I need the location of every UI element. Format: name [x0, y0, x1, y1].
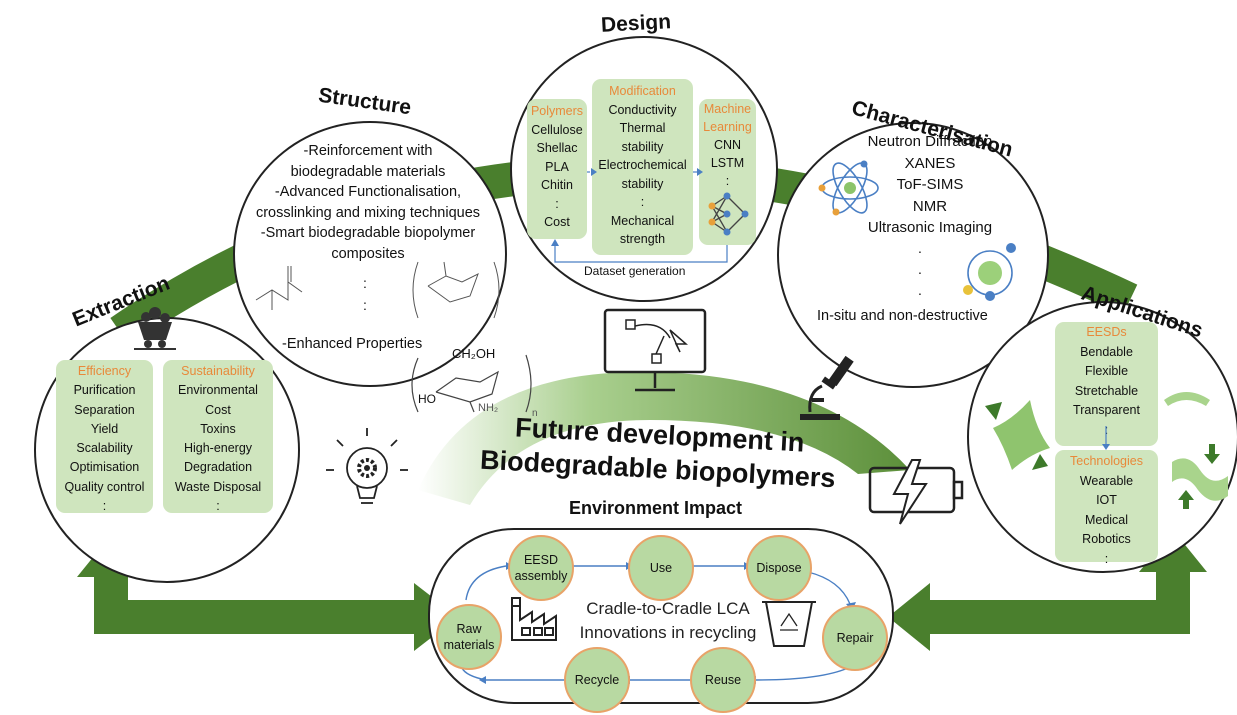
eesds-list: EESDs Bendable Flexible Stretchable Tran…	[1050, 323, 1163, 440]
node-recycle: Recycle	[564, 647, 630, 713]
technique-item: Ultrasonic Imaging	[867, 219, 993, 236]
technique-item: ToF-SIMS	[896, 176, 964, 193]
eesds-title: EESDs	[1086, 325, 1127, 339]
n-label: n	[532, 408, 538, 419]
design-label: Design	[600, 10, 672, 37]
ml-title-1: Machine	[703, 102, 752, 116]
polymer-item: Chitin	[541, 178, 573, 192]
dataset-generation-label: Dataset generation	[584, 264, 686, 278]
structure-dots: : :	[363, 275, 367, 313]
structure-item: -Reinforcement with	[303, 143, 433, 159]
polymer-item: PLA	[545, 159, 569, 174]
technologies-box	[1055, 450, 1158, 562]
technique-item: Neutron Diffraction	[867, 133, 993, 150]
eesds-box	[1055, 322, 1158, 446]
modification-item: Mechanical	[610, 213, 675, 228]
sustainability-item: :	[216, 499, 220, 514]
environment-title: Environment Impact	[569, 498, 743, 518]
efficiency-item: Purification	[73, 383, 136, 398]
technologies-item: IOT	[1096, 493, 1117, 507]
characterisation-last: In-situ and non-destructive	[817, 308, 988, 324]
ch2oh-label: CH₂OH	[452, 346, 496, 361]
environment-text: Cradle-to-Cradle LCA Innovations in recy…	[566, 597, 770, 645]
node-use: Use	[628, 535, 694, 601]
efficiency-box	[56, 360, 153, 513]
structure-last-item: -Enhanced Properties	[282, 336, 423, 352]
characterisation-list: Neutron Diffraction XANES ToF-SIMS NMR U…	[835, 131, 1025, 239]
technologies-item: Medical	[1084, 512, 1129, 527]
polymers-title: Polymers	[530, 104, 584, 118]
technologies-item: Robotics	[1082, 532, 1131, 546]
polymer-item: Cost	[544, 215, 570, 229]
ml-item: :	[725, 174, 730, 188]
structure-list: -Reinforcement with biodegradable materi…	[236, 141, 500, 264]
design-polymers-box	[527, 99, 587, 239]
eesds-item: Transparent	[1073, 403, 1140, 417]
node-reuse: Reuse	[690, 647, 756, 713]
design-modification-box	[592, 79, 693, 255]
technique-item: NMR	[912, 197, 948, 215]
efficiency-item: Quality control	[64, 479, 145, 494]
structure-item: biodegradable materials	[290, 163, 446, 180]
sustainability-box	[163, 360, 273, 513]
technologies-title: Technologies	[1070, 454, 1143, 468]
efficiency-item: :	[102, 499, 107, 514]
sustainability-list: Sustainability Environmental Cost Toxins…	[161, 362, 275, 516]
structure-item: -Smart biodegradable biopolymer	[260, 225, 476, 241]
sustainability-title: Sustainability	[181, 364, 255, 378]
ho-label: HO	[418, 392, 436, 406]
efficiency-title: Efficiency	[77, 364, 132, 378]
innovations-recycling-label: Innovations in recycling	[579, 623, 757, 642]
polymer-item: Cellulose	[531, 122, 583, 137]
modification-item: Electrochemical	[598, 158, 687, 172]
center-swoosh	[418, 372, 910, 505]
structure-item: composites	[331, 245, 405, 262]
structure-circle	[233, 121, 507, 387]
ml-item: CNN	[713, 138, 742, 152]
structure-item: -Advanced Functionalisation,	[274, 184, 462, 200]
modification-item: Thermal	[619, 121, 666, 135]
technologies-item: :	[1104, 551, 1109, 566]
polymer-item: Shellac	[536, 141, 578, 155]
modification-item: stability	[621, 139, 664, 154]
efficiency-item: Yield	[90, 421, 119, 436]
sustainability-item: Waste Disposal	[174, 479, 262, 494]
sustainability-item: High-energy	[183, 441, 253, 456]
efficiency-item: Optimisation	[69, 460, 140, 475]
modification-item: strength	[619, 232, 666, 246]
sustainability-item: Cost	[205, 402, 231, 417]
efficiency-list: Efficiency Purification Separation Yield…	[52, 362, 157, 516]
bottom-double-arrow	[77, 530, 1207, 651]
efficiency-item: Scalability	[76, 441, 133, 456]
eesds-item: Bendable	[1080, 344, 1133, 359]
eesds-item: Stretchable	[1074, 383, 1139, 398]
technologies-item: Wearable	[1079, 473, 1134, 488]
technologies-list: Technologies Wearable IOT Medical Roboti…	[1050, 452, 1163, 569]
cradle-to-cradle-label: Cradle-to-Cradle LCA	[586, 599, 750, 618]
eesds-item: :	[1104, 422, 1109, 437]
design-modification-list: Modification Conductivity Thermal stabil…	[590, 82, 695, 249]
efficiency-item: Separation	[74, 402, 135, 417]
modification-item: :	[640, 195, 645, 209]
node-dispose: Dispose	[746, 535, 812, 601]
structure-item: crosslinking and mixing techniques	[255, 204, 481, 221]
design-polymers-list: Polymers Cellulose Shellac PLA Chitin : …	[525, 102, 589, 232]
ml-title-2: Learning	[703, 120, 752, 134]
ml-item: LSTM	[710, 156, 745, 170]
sustainability-item: Environmental	[178, 383, 258, 398]
polymer-item: :	[555, 196, 559, 211]
design-ml-list: Machine Learning CNN LSTM :	[697, 100, 758, 190]
sustainability-item: Toxins	[200, 421, 236, 436]
modification-item: Conductivity	[608, 102, 677, 117]
modification-title: Modification	[609, 84, 676, 98]
technique-item: XANES	[904, 154, 956, 172]
node-repair: Repair	[822, 605, 888, 671]
modification-item: stability	[621, 176, 664, 191]
nh2-label: NH₂	[478, 402, 499, 414]
eesds-item: Flexible	[1084, 364, 1129, 378]
sustainability-item: Degradation	[183, 460, 253, 475]
characterisation-dots: . . .	[918, 240, 922, 298]
